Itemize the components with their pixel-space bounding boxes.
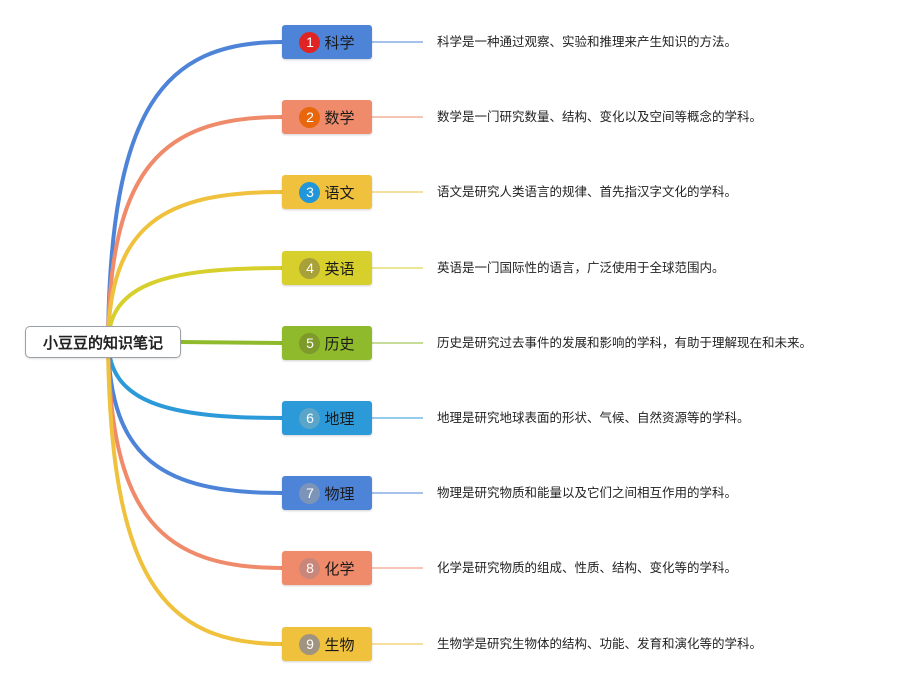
connector-branch-2 [106, 115, 284, 344]
connector-branch-8 [106, 340, 284, 570]
branch-description-1[interactable]: 科学是一种通过观察、实验和推理来产生知识的方法。 [437, 34, 738, 49]
connector-branch-3 [106, 190, 284, 344]
number-badge-icon: 7 [299, 482, 321, 504]
branch-description-2[interactable]: 数学是一门研究数量、结构、变化以及空间等概念的学科。 [437, 109, 763, 124]
number-badge-icon: 3 [299, 181, 321, 203]
root-topic[interactable]: 小豆豆的知识笔记 [25, 326, 181, 358]
connector-branch-4 [106, 266, 284, 344]
branch-topic-label: 物理 [324, 484, 355, 503]
connector-branch-5 [178, 340, 284, 345]
branch-description-4[interactable]: 英语是一门国际性的语言，广泛使用于全球范围内。 [437, 260, 725, 275]
branch-description-3[interactable]: 语文是研究人类语言的规律、首先指汉字文化的学科。 [437, 184, 738, 199]
number-badge-icon: 5 [299, 332, 321, 354]
root-topic-label: 小豆豆的知识笔记 [42, 333, 163, 352]
branch-topic-label: 数学 [324, 108, 355, 127]
branch-topic-label: 地理 [324, 409, 355, 428]
connector-branch-6 [106, 340, 284, 420]
branch-topic-label: 生物 [324, 635, 355, 654]
connector-branch-1 [106, 40, 284, 344]
number-badge-icon: 6 [299, 407, 321, 429]
number-badge-icon: 1 [299, 31, 321, 53]
number-badge-icon: 2 [299, 106, 321, 128]
branch-topic-label: 化学 [324, 559, 355, 578]
branch-description-7[interactable]: 物理是研究物质和能量以及它们之间相互作用的学科。 [437, 485, 738, 500]
branch-description-9[interactable]: 生物学是研究生物体的结构、功能、发育和演化等的学科。 [437, 636, 763, 651]
branch-description-6[interactable]: 地理是研究地球表面的形状、气候、自然资源等的学科。 [437, 410, 750, 425]
number-badge-icon: 4 [299, 257, 321, 279]
branch-description-8[interactable]: 化学是研究物质的组成、性质、结构、变化等的学科。 [437, 560, 738, 575]
connector-branch-9 [106, 340, 284, 646]
branch-topic-label: 科学 [324, 33, 355, 52]
branch-topic-label: 语文 [324, 183, 355, 202]
number-badge-icon: 8 [299, 557, 321, 579]
branch-topic-label: 历史 [324, 334, 355, 353]
number-badge-icon: 9 [299, 633, 321, 655]
branch-description-5[interactable]: 历史是研究过去事件的发展和影响的学科，有助于理解现在和未来。 [437, 335, 813, 350]
branch-topic-label: 英语 [324, 259, 355, 278]
